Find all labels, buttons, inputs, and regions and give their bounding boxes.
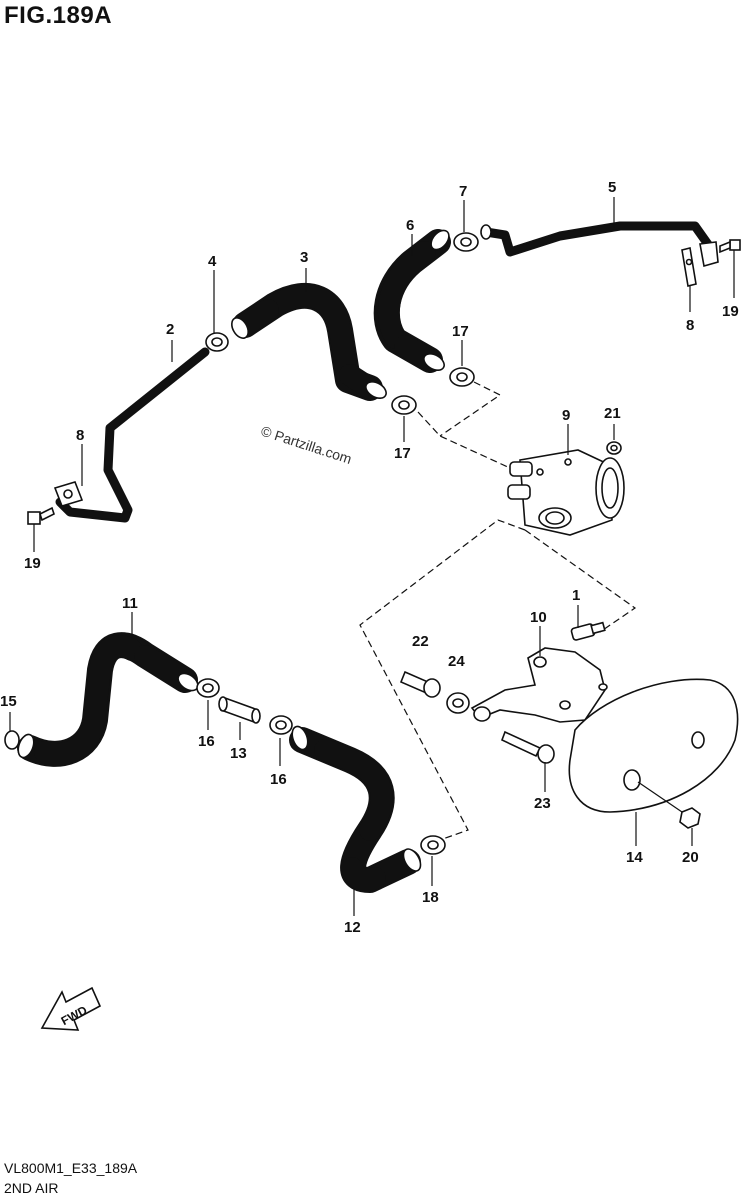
clamp-part-17-upper[interactable]	[449, 367, 475, 387]
washer-part-21[interactable]	[606, 441, 622, 455]
bolt-part-23[interactable]	[500, 730, 555, 764]
clamp-part-16-left[interactable]	[196, 678, 220, 698]
callout-1: 1	[572, 587, 580, 604]
callout-16-right: 16	[270, 771, 287, 788]
watermark: © Partzilla.com	[259, 423, 354, 467]
callout-17-upper: 17	[452, 323, 469, 340]
nut-part-20[interactable]	[679, 807, 701, 829]
leader-lines	[9, 197, 735, 916]
bracket-part-8-left[interactable]	[53, 481, 84, 507]
pipe-part-2[interactable]	[55, 347, 210, 523]
callout-8-left: 8	[76, 427, 84, 444]
leader-14-20	[637, 781, 683, 813]
pipe-part-5[interactable]	[480, 221, 717, 257]
callout-8-right: 8	[686, 317, 694, 334]
clip-part-15[interactable]	[4, 730, 20, 750]
callout-17-lower: 17	[394, 445, 411, 462]
callout-2: 2	[166, 321, 174, 338]
reed-cover-part-14[interactable]	[568, 678, 739, 813]
bracket-part-10[interactable]	[470, 647, 608, 723]
callout-18: 18	[422, 889, 439, 906]
grommet-part-24[interactable]	[446, 692, 470, 714]
callout-13: 13	[230, 745, 247, 762]
forward-arrow-icon: FWD	[40, 986, 102, 1031]
connector-part-13[interactable]	[218, 696, 261, 724]
callout-19-left: 19	[24, 555, 41, 572]
callout-22: 22	[412, 633, 429, 650]
callout-20: 20	[682, 849, 699, 866]
callout-24: 24	[448, 653, 465, 670]
callout-10: 10	[530, 609, 547, 626]
callout-23: 23	[534, 795, 551, 812]
hose-part-11[interactable]	[15, 632, 201, 767]
clamp-part-18[interactable]	[420, 835, 446, 855]
bolt-part-19-right[interactable]	[719, 239, 741, 254]
diagram-caption: 2ND AIR	[4, 1180, 59, 1196]
clamp-part-4[interactable]	[205, 332, 229, 352]
hose-part-12[interactable]	[289, 724, 424, 893]
figure-title: FIG.189A	[4, 2, 113, 29]
guide-lines	[359, 381, 637, 841]
model-code: VL800M1_E33_189A	[4, 1160, 138, 1176]
clamp-part-7[interactable]	[453, 232, 479, 252]
callout-6: 6	[406, 217, 414, 234]
callout-3: 3	[300, 249, 308, 266]
bolt-part-19-left[interactable]	[27, 506, 55, 525]
hose-part-6[interactable]	[373, 227, 453, 373]
callout-21: 21	[604, 405, 621, 422]
callout-15: 15	[0, 693, 17, 710]
clamp-part-17-lower[interactable]	[391, 395, 417, 415]
callout-19-right: 19	[722, 303, 739, 320]
hose-part-3[interactable]	[228, 282, 389, 402]
callout-14: 14	[626, 849, 643, 866]
callout-16-left: 16	[198, 733, 215, 750]
clamp-part-16-right[interactable]	[269, 715, 293, 735]
callout-7: 7	[459, 183, 467, 200]
bolt-part-22[interactable]	[399, 670, 441, 698]
callout-5: 5	[608, 179, 616, 196]
pipe-end-bracket	[699, 241, 719, 268]
callout-11: 11	[122, 595, 138, 612]
valve-part-9[interactable]	[507, 449, 625, 536]
bracket-part-8-right[interactable]	[681, 247, 697, 287]
callout-9: 9	[562, 407, 570, 424]
callout-4: 4	[208, 253, 217, 270]
callout-12: 12	[344, 919, 361, 936]
sensor-part-1[interactable]	[570, 621, 606, 641]
